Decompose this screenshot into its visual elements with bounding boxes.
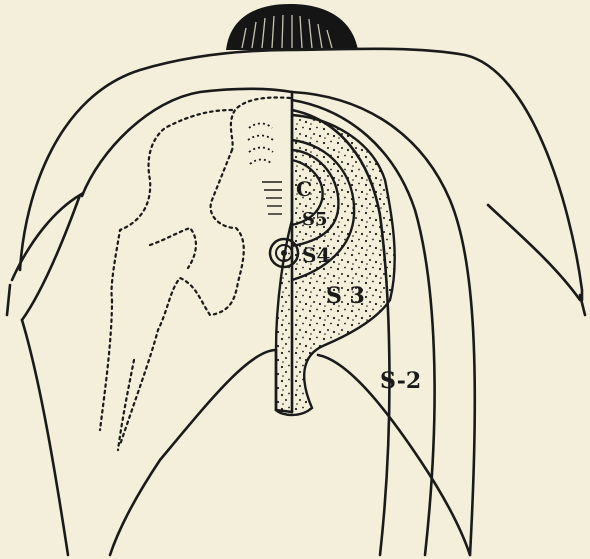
label-s4: S4: [302, 243, 330, 267]
sacral-vertebra-ticks: [262, 182, 282, 214]
label-s5: S5: [302, 209, 328, 230]
coccyx-dotted-segments: [248, 124, 273, 165]
label-coccygeal: C: [296, 177, 312, 201]
label-s3: S 3: [326, 283, 365, 309]
pelvis-dotted-outline: [100, 98, 290, 451]
label-s2: S-2: [380, 368, 421, 394]
